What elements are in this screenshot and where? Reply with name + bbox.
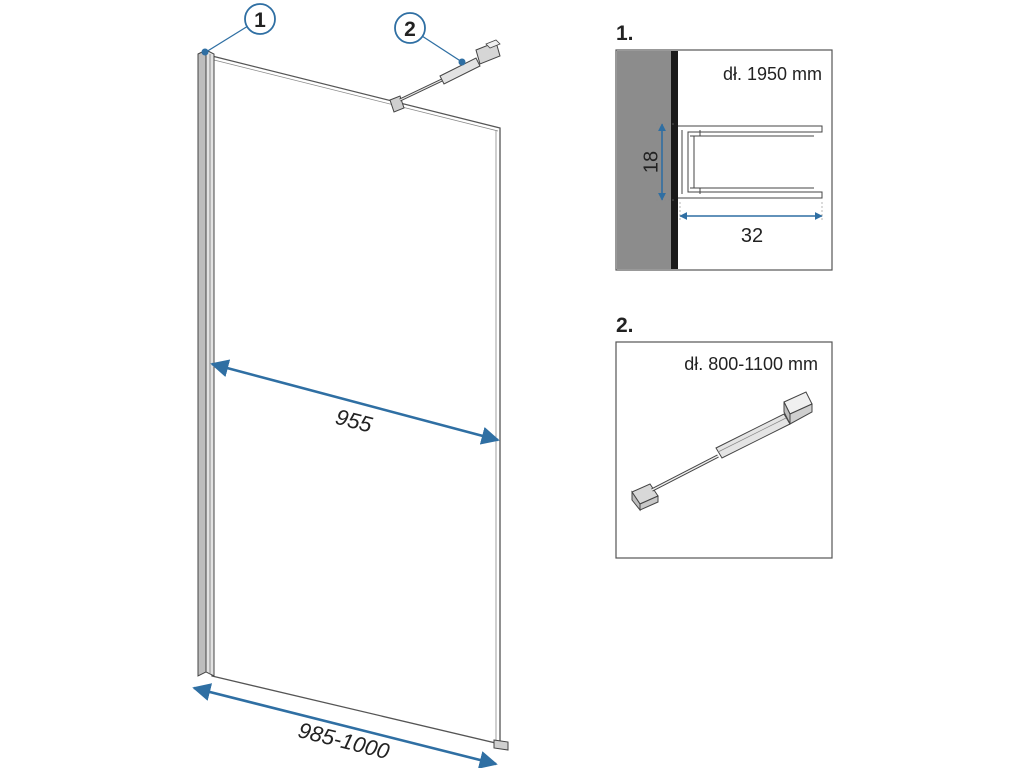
- wall-profile: [197, 49, 215, 677]
- detail-2-stabilizer-bar: [631, 391, 813, 512]
- detail-1-heading: 1.: [616, 22, 634, 45]
- glass-pane: [211, 55, 501, 745]
- callout-2-number: 2: [404, 18, 416, 41]
- detail-1-height-dim: 18: [640, 151, 662, 173]
- detail-2: 2. dł. 800-1100 mm: [615, 314, 833, 559]
- detail-1: 1. dł. 1950 mm 18 32: [615, 22, 833, 271]
- panel-foot: [493, 739, 509, 751]
- range-dimension-label: 985-1000: [296, 717, 393, 764]
- stabilizer-bar-drawing: [389, 39, 501, 113]
- callout-2: 2: [394, 12, 466, 66]
- callout-1: 1: [201, 3, 276, 56]
- detail-2-heading: 2.: [616, 314, 634, 337]
- detail-2-length: dł. 800-1100 mm: [684, 354, 818, 374]
- glass-panel-drawing: [197, 49, 509, 751]
- callout-1-number: 1: [254, 9, 266, 32]
- detail-1-length: dł. 1950 mm: [723, 64, 822, 84]
- detail-1-depth-dim: 32: [741, 225, 763, 247]
- detail-1-profile: [678, 125, 823, 199]
